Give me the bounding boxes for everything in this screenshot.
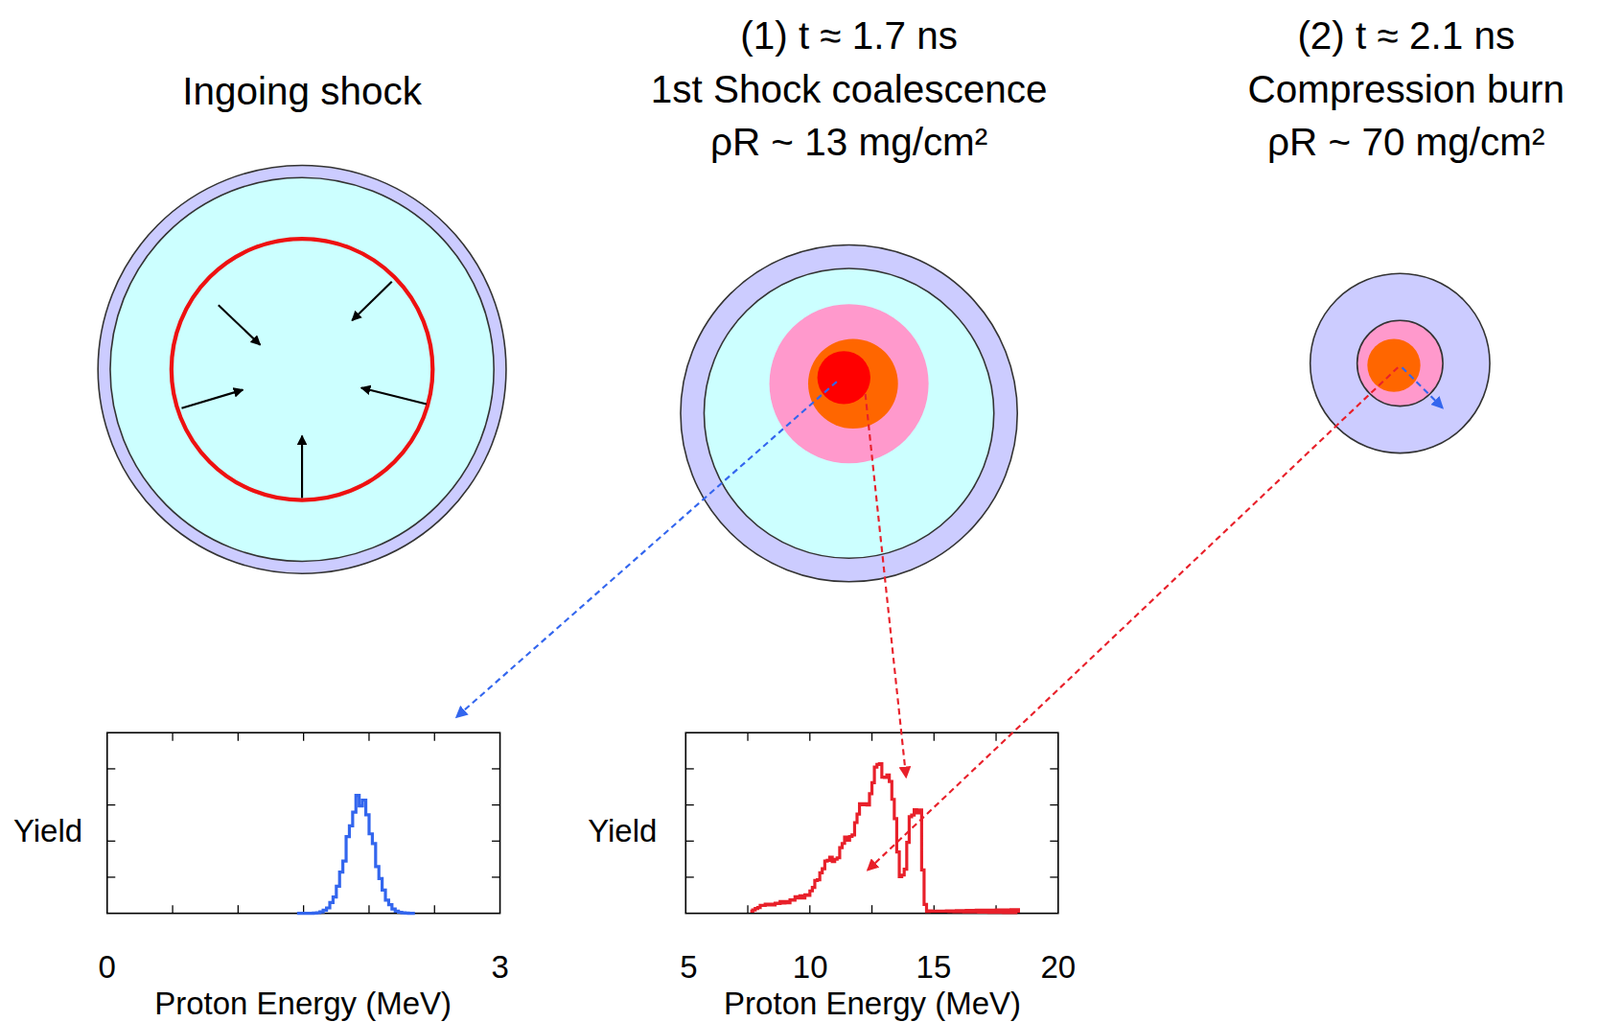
capsule-node: Ingoing shock — [97, 164, 507, 574]
axis-label-x: Proton Energy (MeV) — [723, 986, 1021, 1021]
plot-frame — [107, 732, 501, 913]
heading: (1) t ≈ 1.7 ns — [740, 15, 958, 58]
spectrum-plot: YieldProton Energy (MeV) — [107, 732, 501, 913]
heading: (2) t ≈ 2.1 ns — [1297, 15, 1515, 58]
spectra — [297, 764, 1020, 914]
capsule-node: (1) t ≈ 1.7 ns1st Shock coalescenceρR ~ … — [680, 244, 1018, 581]
heading: Compression burn — [1248, 68, 1565, 111]
dashed-arrow — [456, 381, 837, 718]
tick-label: 3 — [490, 950, 509, 985]
heading: 1st Shock coalescence — [650, 68, 1048, 111]
capsule-ingoing — [97, 164, 507, 574]
axis-ticks — [107, 732, 1059, 913]
heading: ρR ~ 70 mg/cm² — [1267, 121, 1545, 164]
tick-label: 10 — [792, 950, 829, 985]
axis-label-y: Yield — [13, 813, 83, 849]
capsule-node: (2) t ≈ 2.1 nsCompression burnρR ~ 70 mg… — [1310, 273, 1490, 453]
axis-label-y: Yield — [587, 813, 657, 849]
dashed-arrow — [867, 367, 1398, 871]
tick-label: 0 — [98, 950, 116, 985]
tick-label: 15 — [916, 950, 952, 985]
axis-label-x: Proton Energy (MeV) — [154, 986, 452, 1021]
spectrum-plot: YieldProton Energy (MeV) — [685, 732, 1059, 913]
capsule-coalescence — [680, 244, 1018, 581]
plot-frame — [685, 732, 1059, 913]
heading: ρR ~ 13 mg/cm² — [710, 121, 988, 164]
tick-label: 5 — [679, 950, 697, 985]
heading: Ingoing shock — [182, 70, 422, 114]
dashed-arrow — [865, 394, 907, 778]
tick-label: 20 — [1040, 950, 1076, 985]
